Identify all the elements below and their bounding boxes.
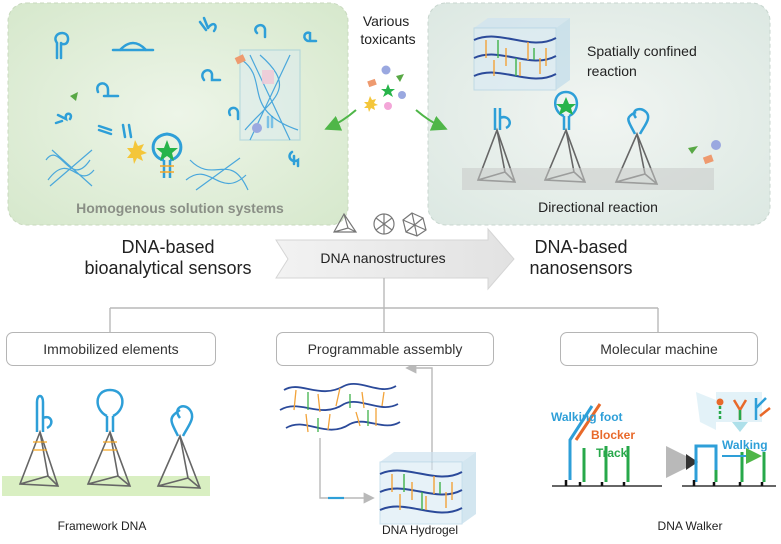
homogenous-solution-panel: Homogenous solution systems [7, 2, 349, 226]
category-box-programmable: Programmable assembly [276, 332, 494, 366]
directional-reaction-label: Directional reaction [538, 199, 658, 215]
spatial-reaction-label: Spatially confined reaction [587, 43, 701, 79]
dna-bundle-icon [45, 49, 301, 191]
dna-sheet-icon [473, 18, 570, 91]
dna-nanostructures-arrow [275, 227, 515, 291]
spatial-reaction-line1: Spatially confined [587, 43, 697, 59]
hydrogel-block-icon [379, 452, 476, 525]
category-box-molecular-machine: Molecular machine [560, 332, 758, 366]
nanosensor-panel: Spatially confined reaction Directional … [427, 2, 771, 226]
right-heading-line2: nanosensors [529, 257, 633, 278]
blocker-label: Blocker [591, 428, 636, 442]
svg-text:Various toxicants: Various toxicants [360, 13, 415, 47]
released-strands-icon [696, 392, 771, 432]
spatial-reaction-line2: reaction [587, 63, 637, 79]
hairpin-probe-icon [54, 16, 318, 168]
walking-label: Walking [722, 438, 768, 452]
walking-foot-label: Walking foot [551, 410, 623, 424]
track-label: Track [596, 446, 628, 460]
right-heading-line1: DNA-based [534, 237, 628, 257]
category-box-immobilized: Immobilized elements [6, 332, 216, 366]
arrow-label: DNA nanostructures [320, 250, 446, 266]
category-connectors [109, 278, 659, 332]
toxicants-line1: Various [363, 13, 409, 29]
toxicants-cluster: Various toxicants [324, 13, 448, 131]
left-heading-line1: DNA-based [121, 237, 215, 257]
right-heading: DNA-based nanosensors [512, 237, 650, 278]
dna-hydrogel-caption: DNA Hydrogel [381, 523, 459, 537]
left-heading: DNA-based bioanalytical sensors [66, 237, 270, 278]
dna-walker-caption: DNA Walker [657, 519, 723, 533]
dna-hydrogel-illustration [279, 342, 476, 525]
hairpin-with-star-icon [151, 132, 183, 178]
framework-dna-illustration [2, 388, 210, 496]
framework-dna-caption: Framework DNA [57, 519, 147, 533]
toxicants-line2: toxicants [360, 31, 415, 47]
homogenous-caption: Homogenous solution systems [76, 200, 284, 216]
left-heading-line2: bioanalytical sensors [84, 257, 252, 278]
nanostructure-icons [332, 212, 427, 237]
dna-walker-illustration [552, 392, 776, 487]
